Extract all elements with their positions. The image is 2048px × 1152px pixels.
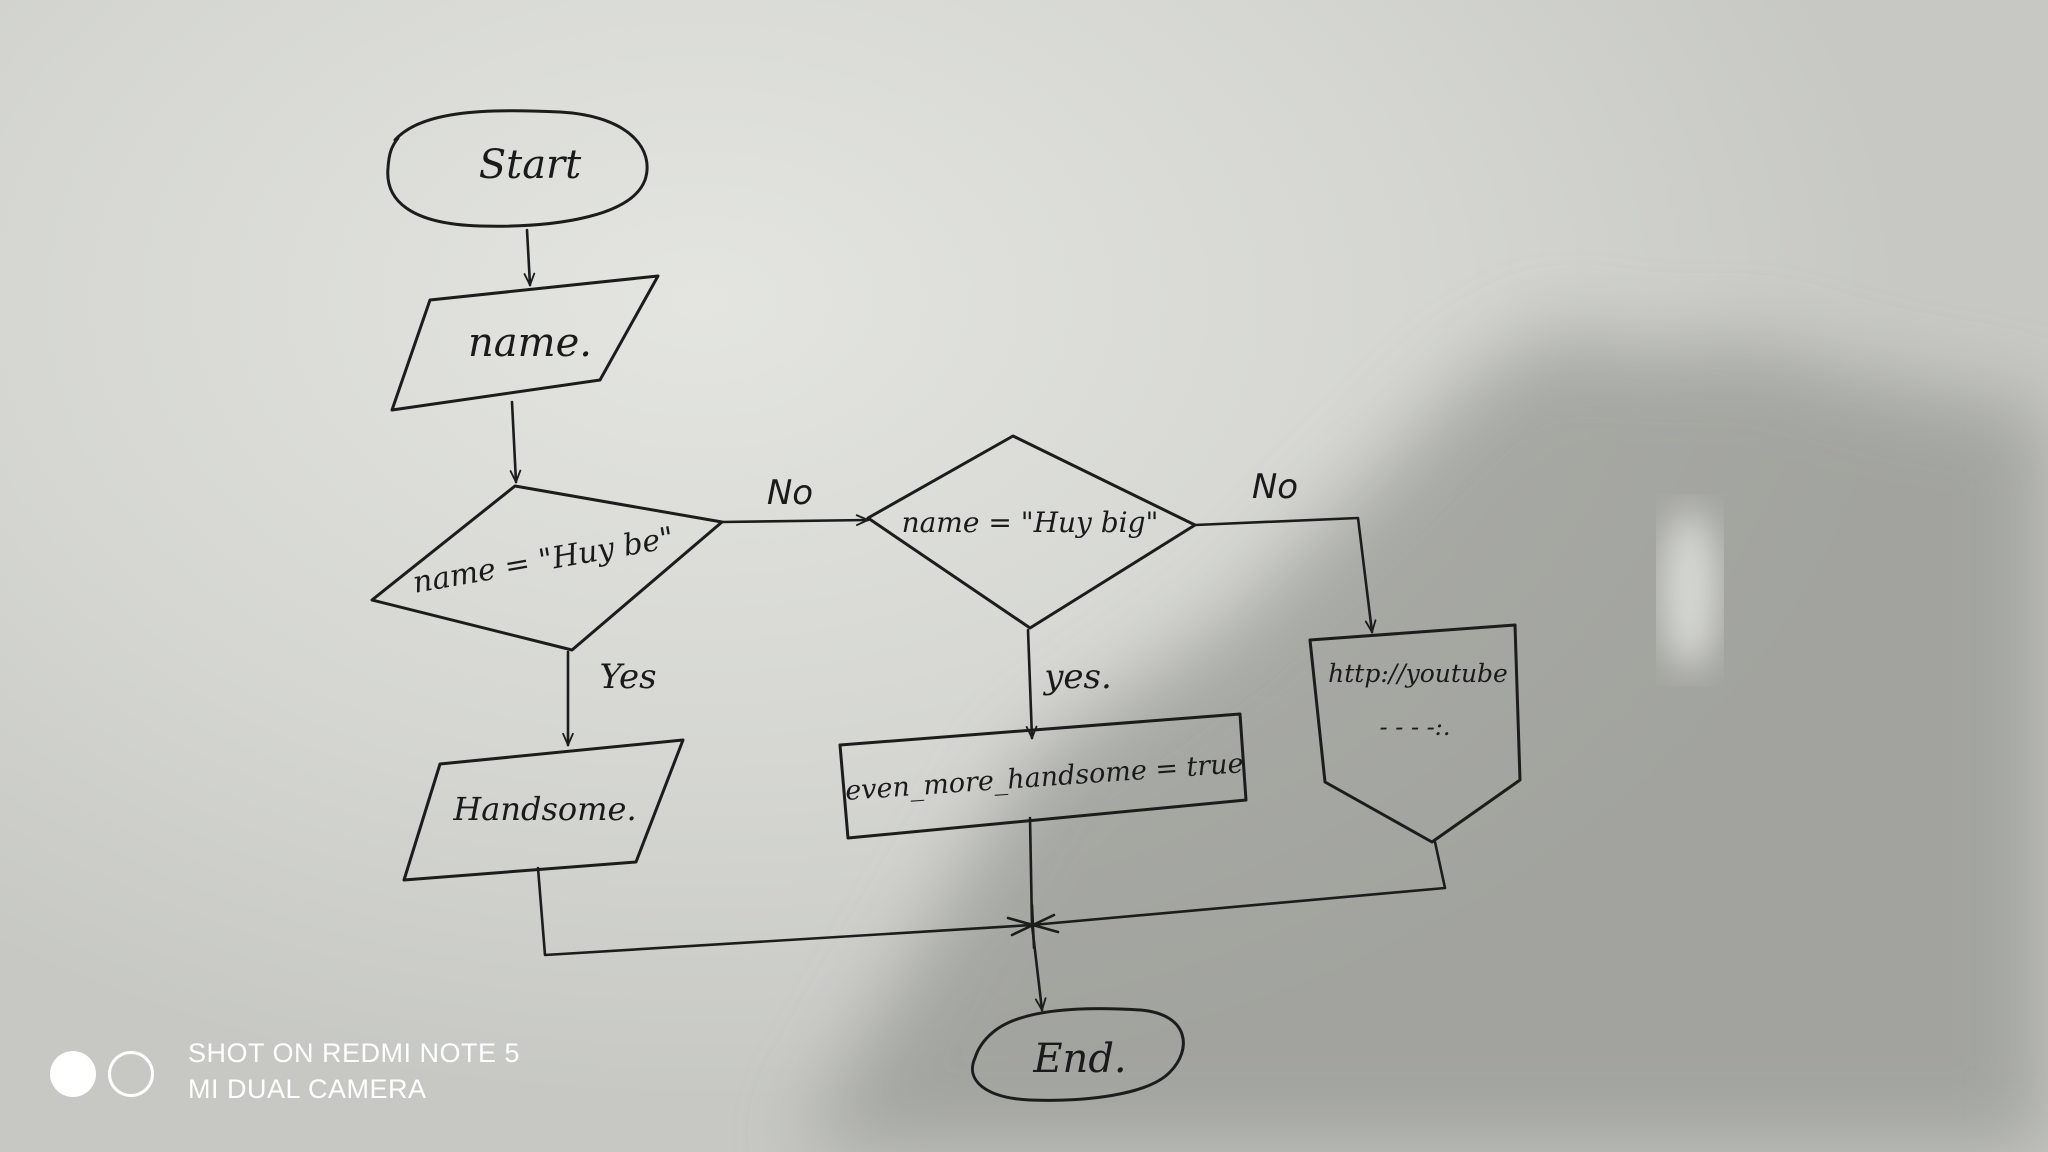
watermark-line1: SHOT ON REDMI NOTE 5	[188, 1038, 521, 1068]
process-even-more-label: even_more_handsome = true	[844, 748, 1244, 807]
offpage-label: http://youtube	[1328, 659, 1508, 688]
end-terminal: End.	[971, 1007, 1185, 1102]
process-handsome: Handsome.	[402, 738, 685, 882]
line-handsome-to-merge	[536, 866, 1034, 957]
decision2-label: name = "Huy big"	[902, 506, 1159, 539]
decision2-no-label: No	[1252, 467, 1298, 507]
arrow-start-to-input	[527, 228, 530, 285]
decision1-label: name = "Huy be"	[410, 520, 676, 600]
decision-huy-big: name = "Huy big"	[866, 434, 1197, 630]
camera-watermark: SHOT ON REDMI NOTE 5 MI DUAL CAMERA	[48, 1036, 520, 1106]
process-even-more-handsome: even_more_handsome = true	[838, 712, 1248, 840]
watermark-line2: MI DUAL CAMERA	[188, 1074, 427, 1104]
arrow-input-to-decision1	[512, 400, 516, 482]
end-label: End.	[1032, 1036, 1126, 1082]
process-handsome-label: Handsome.	[452, 790, 636, 828]
input-parallelogram: name.	[390, 274, 660, 412]
decision2-yes-label: yes.	[1042, 657, 1112, 697]
arrow-decision2-yes	[1028, 628, 1032, 738]
decision1-yes-label: Yes	[599, 657, 656, 697]
offpage-connector: http://youtube - - - -:.	[1308, 623, 1522, 844]
start-label: Start	[479, 142, 582, 188]
arrow-decision1-no	[720, 520, 868, 522]
merge-scribble	[1006, 903, 1060, 950]
offpage-dashes: - - - -:.	[1379, 713, 1450, 741]
line-offpage-to-merge	[1030, 840, 1447, 927]
input-label: name.	[468, 320, 592, 366]
decision1-no-label: No	[767, 473, 813, 513]
dual-camera-icon	[48, 1043, 166, 1099]
start-terminal: Start	[386, 109, 649, 228]
arrow-decision2-no	[1193, 516, 1372, 632]
decision-huy-be: name = "Huy be"	[370, 484, 724, 652]
